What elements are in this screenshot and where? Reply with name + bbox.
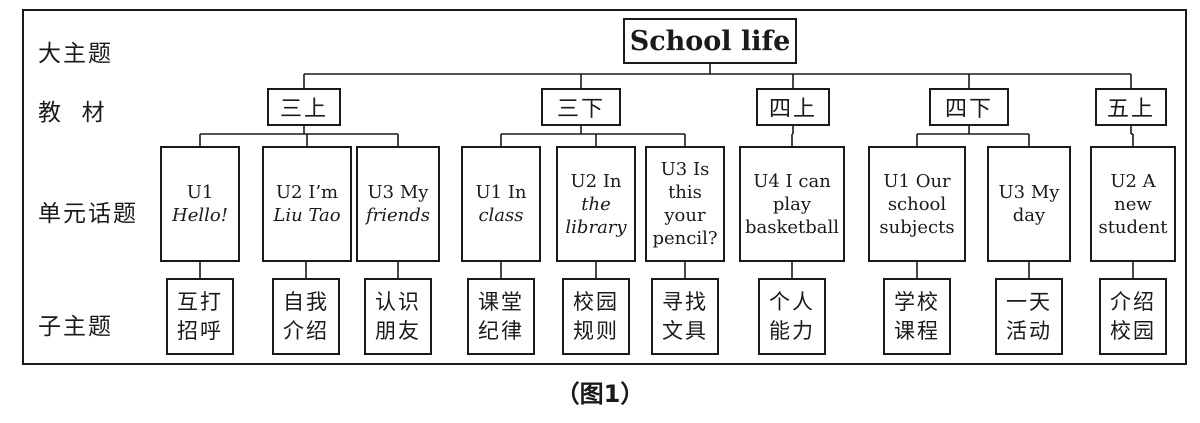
unit-node: U3 My day (987, 146, 1071, 262)
unit-node: U3 Is this your pencil? (645, 146, 725, 262)
unit-title: Hello! (172, 205, 228, 226)
term-node: 四上 (756, 88, 830, 126)
unit-node: U1 Our school subjects (868, 146, 966, 262)
unit-title: school subjects (879, 193, 955, 238)
row-label-unit-topic: 单元话题 (38, 201, 138, 227)
term-node: 三下 (541, 88, 621, 126)
unit-code: U2 A (1110, 170, 1156, 192)
unit-title: new student (1098, 193, 1168, 238)
unit-title: day (1012, 205, 1046, 226)
row-label-theme: 大主题 (38, 41, 113, 67)
unit-code: U1 In (475, 182, 527, 203)
unit-code: U1 Our (883, 170, 951, 192)
unit-code: U4 I can (753, 170, 831, 192)
row-label-subtopic: 子主题 (38, 314, 113, 340)
unit-title: this your pencil? (652, 182, 718, 249)
unit-node: U2 A new student (1090, 146, 1176, 262)
root-node: School life (623, 18, 797, 64)
subtopic-node: 介绍 校园 (1099, 278, 1167, 355)
unit-node: U2 I’m Liu Tao (262, 146, 352, 262)
unit-title: friends (365, 205, 431, 226)
figure-caption: （图1） (555, 380, 645, 408)
unit-node: U2 In the library (556, 146, 636, 262)
unit-node: U4 I can play basketball (739, 146, 845, 262)
row-label-textbook: 教 材 (38, 100, 107, 126)
unit-code: U2 In (570, 170, 622, 192)
subtopic-node: 学校 课程 (883, 278, 951, 355)
subtopic-node: 认识 朋友 (364, 278, 432, 355)
unit-title: Liu Tao (273, 205, 341, 226)
subtopic-node: 互打 招呼 (166, 278, 234, 355)
subtopic-node: 课堂 纪律 (467, 278, 535, 355)
unit-title: the library (565, 193, 627, 238)
term-node: 三上 (267, 88, 341, 126)
unit-node: U1 In class (461, 146, 541, 262)
unit-title: class (478, 205, 524, 226)
diagram-frame (22, 9, 1187, 365)
subtopic-node: 校园 规则 (562, 278, 630, 355)
term-node: 四下 (929, 88, 1009, 126)
unit-code: U3 Is (660, 159, 710, 180)
unit-node: U1 Hello! (160, 146, 240, 262)
subtopic-node: 寻找 文具 (651, 278, 719, 355)
unit-code: U2 I’m (275, 182, 339, 203)
subtopic-node: 一天 活动 (995, 278, 1063, 355)
unit-code: U3 My (998, 182, 1060, 203)
term-node: 五上 (1095, 88, 1167, 126)
unit-code: U1 (186, 182, 214, 203)
unit-title: play basketball (744, 193, 840, 238)
subtopic-node: 个人 能力 (758, 278, 826, 355)
unit-code: U3 My (367, 182, 429, 203)
unit-node: U3 My friends (356, 146, 440, 262)
subtopic-node: 自我 介绍 (272, 278, 340, 355)
